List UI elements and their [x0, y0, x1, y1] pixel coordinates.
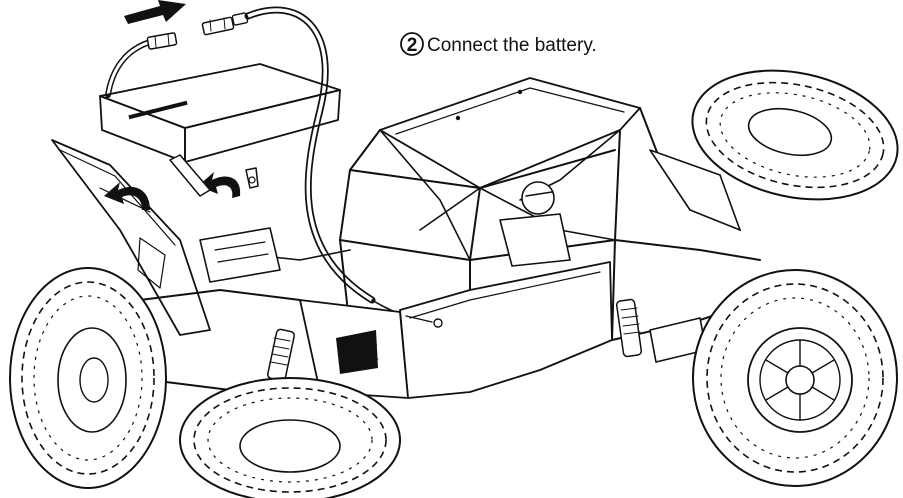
body-clip-pin	[405, 315, 443, 328]
vehicle-chassis	[139, 77, 761, 399]
black-arrow-right-icon	[124, 0, 186, 24]
spare-tire	[691, 69, 899, 201]
battery-pack	[99, 63, 341, 163]
battery-connector	[146, 32, 178, 50]
rear-shock	[615, 298, 643, 358]
curved-arrow-left-icon	[198, 172, 241, 198]
front-left-wheel	[9, 267, 167, 489]
front-shock	[266, 328, 296, 382]
battery-leads	[105, 6, 406, 317]
rear-right-wheel	[692, 269, 898, 487]
step-instruction: 2 Connect the battery.	[400, 32, 597, 56]
front-hood-panel	[51, 139, 211, 336]
curved-arrow-left-icon	[104, 182, 150, 210]
driver-figure	[499, 181, 571, 267]
front-right-wheel	[179, 377, 401, 498]
step-number-circle	[400, 32, 424, 56]
battery-strap-latch	[169, 154, 259, 197]
step-number: 2	[407, 35, 418, 56]
step-text: Connect the battery.	[427, 35, 597, 56]
vehicle-connector	[201, 12, 249, 36]
